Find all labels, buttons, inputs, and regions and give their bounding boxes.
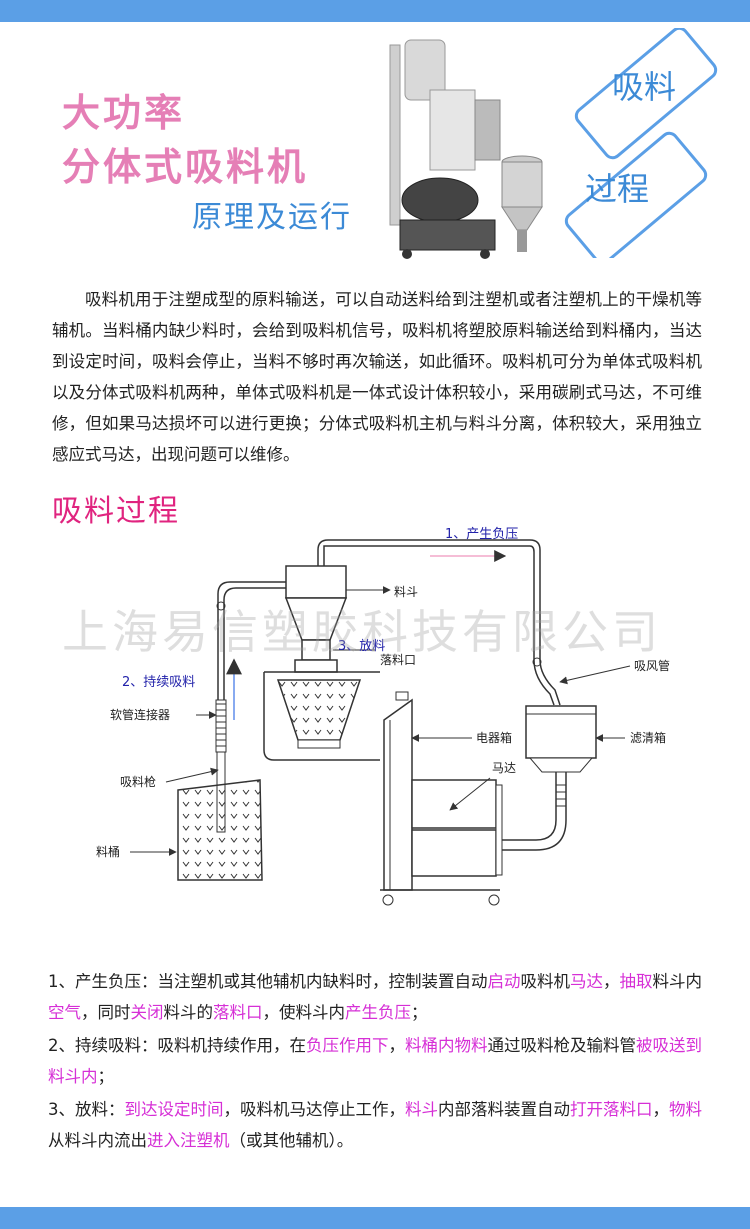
- label-step1: 1、产生负压: [445, 527, 518, 542]
- step-text: ，吸料机马达停止工作，: [223, 1100, 406, 1119]
- step-text: 3、放料：: [48, 1100, 125, 1119]
- label-outlet: 落料口: [380, 653, 416, 667]
- label-motor: 马达: [492, 761, 516, 775]
- steps-section: 1、产生负压：当注塑机或其他辅机内缺料时，控制装置自动启动吸料机马达，抽取料斗内…: [48, 966, 708, 1158]
- step-text: ，同时: [81, 1003, 131, 1022]
- highlight-text: 启动: [487, 972, 521, 991]
- step-text: （或其他辅机）。: [229, 1131, 354, 1150]
- bottom-bar: [0, 1207, 750, 1229]
- step-text: 2、持续吸料：吸料机持续作用，在: [48, 1036, 306, 1055]
- label-filter-box: 滤清箱: [630, 730, 666, 745]
- highlight-text: 抽取: [619, 972, 653, 991]
- highlight-text: 负压作用下: [306, 1036, 389, 1055]
- highlight-text: 到达设定时间: [124, 1100, 224, 1119]
- intro-paragraph: 吸料机用于注塑成型的原料输送，可以自动送料给到注塑机或者注塑机上的干燥机等辅机。…: [52, 290, 702, 464]
- highlight-text: 料斗: [405, 1100, 438, 1119]
- badge-graphic: [564, 28, 718, 258]
- step-text: 从料斗内流出: [48, 1131, 147, 1150]
- step-text: 内部落料装置自动: [438, 1100, 570, 1119]
- highlight-text: 关闭: [130, 1003, 164, 1022]
- title-line-2: 分体式吸料机: [62, 145, 309, 189]
- top-bar: [0, 0, 750, 22]
- step-text: ，: [603, 972, 620, 991]
- badge-bottom-label: 过程: [585, 170, 650, 208]
- step-text: ，: [652, 1100, 670, 1119]
- process-diagram: 1、产生负压 2、持续吸料 3、放料 料斗 落料口 吸风管 滤清箱 电器箱 马达…: [96, 527, 670, 906]
- title-line-1: 大功率: [62, 91, 186, 135]
- highlight-text: 落料口: [213, 1003, 263, 1022]
- step-text: 料斗内: [652, 972, 703, 991]
- step-text: ，使料斗内: [262, 1003, 346, 1022]
- label-hopper: 料斗: [394, 585, 418, 599]
- highlight-text: 空气: [48, 1003, 81, 1022]
- label-suction-gun: 吸料枪: [120, 774, 156, 789]
- label-electric-box: 电器箱: [476, 730, 512, 745]
- watermark: 上海易信塑胶科技有限公司: [62, 605, 662, 659]
- step-text: 通过吸料枪及输料管: [487, 1036, 637, 1055]
- label-hose-connector: 软管连接器: [110, 707, 170, 722]
- highlight-text: 产生负压: [345, 1003, 411, 1022]
- badge-top-label: 吸料: [612, 68, 677, 106]
- step-text: 料斗的: [163, 1003, 214, 1022]
- highlight-text: 料桶内物料: [405, 1036, 488, 1055]
- highlight-text: 打开落料口: [570, 1100, 653, 1119]
- section-title: 吸料过程: [52, 494, 180, 529]
- step-text: ，: [388, 1036, 406, 1055]
- highlight-text: 被吸送到料斗内: [48, 1036, 702, 1086]
- highlight-text: 马达: [570, 972, 603, 991]
- label-step3: 3、放料: [338, 639, 385, 654]
- step-text: 吸料机: [520, 972, 571, 991]
- highlight-text: 物料: [669, 1100, 702, 1119]
- subtitle: 原理及运行: [192, 200, 352, 235]
- machine-photo: [389, 39, 543, 259]
- step-3: 3、放料：到达设定时间，吸料机马达停止工作，料斗内部落料装置自动打开落料口，物料…: [48, 1094, 708, 1156]
- step-2: 2、持续吸料：吸料机持续作用，在负压作用下，料桶内物料通过吸料枪及输料管被吸送到…: [48, 1030, 708, 1092]
- step-text: ；: [97, 1067, 115, 1086]
- label-air-pipe: 吸风管: [634, 658, 670, 673]
- highlight-text: 进入注塑机: [147, 1131, 230, 1150]
- label-barrel: 料桶: [96, 844, 120, 859]
- step-1: 1、产生负压：当注塑机或其他辅机内缺料时，控制装置自动启动吸料机马达，抽取料斗内…: [48, 966, 708, 1028]
- label-step2: 2、持续吸料: [122, 675, 195, 690]
- step-text: ；: [411, 1003, 428, 1022]
- step-text: 1、产生负压：当注塑机或其他辅机内缺料时，控制装置自动: [48, 972, 488, 991]
